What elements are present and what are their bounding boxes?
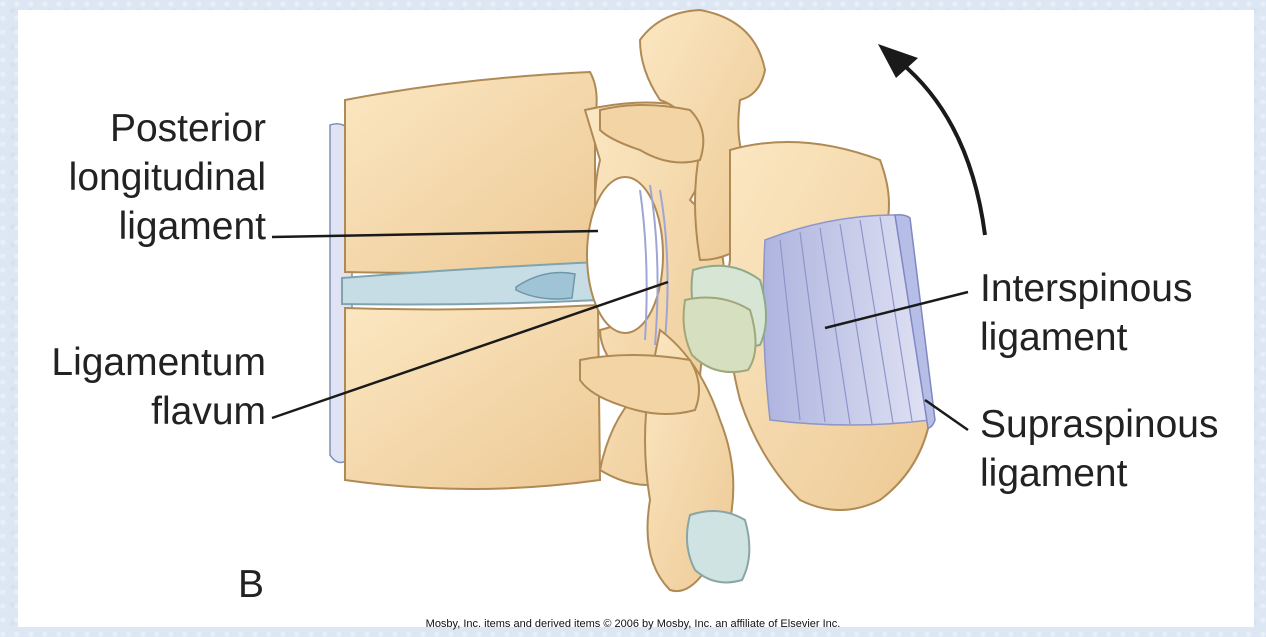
lower-vertebral-body bbox=[345, 305, 600, 489]
label-interspinous-ligament: Interspinous ligament bbox=[980, 264, 1192, 362]
label-posterior-longitudinal-ligament: Posterior longitudinal ligament bbox=[69, 104, 266, 251]
label-supraspinous-ligament: Supraspinous ligament bbox=[980, 400, 1219, 498]
panel-letter: B bbox=[238, 560, 264, 609]
copyright-notice: Mosby, Inc. items and derived items © 20… bbox=[0, 618, 1266, 630]
facet-bottom bbox=[687, 511, 749, 582]
upper-vertebral-body bbox=[345, 72, 597, 273]
label-ligamentum-flavum: Ligamentum flavum bbox=[51, 338, 266, 436]
flexion-arrow-shaft bbox=[900, 62, 985, 235]
